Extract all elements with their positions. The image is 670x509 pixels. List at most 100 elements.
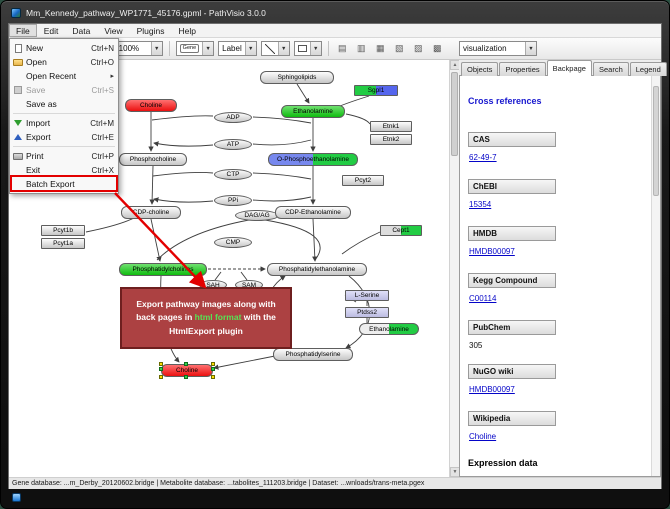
node-adp[interactable]: ADP: [214, 111, 252, 123]
node-label: CTP: [226, 170, 240, 178]
tab-search[interactable]: Search: [592, 62, 629, 76]
node-label: Sphingolipids: [277, 73, 317, 81]
xref-title: Wikipedia: [468, 411, 556, 426]
stack-horizontal-button[interactable]: ▨: [413, 43, 423, 53]
menu-item-open-recent[interactable]: Open Recent▸: [10, 69, 118, 83]
save-icon: [10, 86, 26, 94]
menu-item-batch-export[interactable]: Batch Export: [10, 177, 118, 191]
window-title: Mm_Kennedy_pathway_WP1771_45176.gpml - P…: [26, 8, 266, 18]
xref-link[interactable]: C00114: [469, 294, 497, 303]
selection-handle[interactable]: [159, 367, 163, 371]
tab-legend[interactable]: Legend: [629, 62, 667, 76]
zoom-select[interactable]: 100% ▼: [114, 41, 163, 56]
menu-help[interactable]: Help: [178, 25, 196, 36]
node-ctp[interactable]: CTP: [214, 168, 252, 180]
node-sphingolipids[interactable]: Sphingolipids: [260, 70, 334, 84]
menu-plugins[interactable]: Plugins: [136, 25, 165, 36]
node-phosphatidylcholines[interactable]: Phosphatidylcholines: [119, 262, 207, 276]
menu-item-label: New: [26, 43, 44, 53]
xref-link[interactable]: HMDB00097: [469, 385, 515, 394]
node-label: Ethanolamine: [293, 107, 333, 115]
selection-handle[interactable]: [159, 361, 163, 366]
xref-link[interactable]: 15354: [469, 200, 492, 209]
node-etnk2[interactable]: Etnk2: [370, 133, 412, 145]
node-atp[interactable]: ATP: [214, 138, 252, 150]
stack-vertical-button[interactable]: ▩: [432, 43, 442, 53]
selection-handle[interactable]: [211, 367, 215, 371]
node-etnk1[interactable]: Etnk1: [370, 120, 412, 132]
menu-view[interactable]: View: [104, 25, 123, 36]
tab-objects[interactable]: Objects: [461, 62, 499, 76]
node-pcyt2[interactable]: Pcyt2: [342, 174, 384, 186]
node-cept1[interactable]: Cept1: [380, 224, 422, 236]
menu-file[interactable]: File: [9, 24, 37, 37]
selection-handle[interactable]: [184, 374, 188, 379]
panel-scrollbar[interactable]: [651, 76, 660, 476]
node-phosphatidylserine[interactable]: Phosphatidylserine: [273, 347, 353, 361]
menu-edit[interactable]: Edit: [43, 25, 59, 36]
node-dag-ag[interactable]: DAG/AG: [235, 209, 279, 221]
menu-shortcut: Ctrl+M: [90, 118, 114, 128]
node-phosphocholine[interactable]: Phosphocholine: [119, 152, 187, 166]
align-vertical-button[interactable]: ▥: [356, 43, 366, 53]
node-o-phosphoethanolamine[interactable]: O-Phosphoethanolamine: [268, 152, 358, 166]
align-horizontal-button[interactable]: ▤: [337, 43, 347, 53]
node-ethanolamine-right[interactable]: Ethanolamine: [359, 323, 419, 335]
node-l-serine[interactable]: L-Serine: [345, 289, 389, 301]
selection-handle[interactable]: [211, 361, 215, 366]
menu-shortcut: Ctrl+N: [91, 43, 114, 53]
scroll-thumb[interactable]: [451, 72, 458, 156]
menu-data[interactable]: Data: [72, 25, 91, 36]
selection-handle[interactable]: [184, 361, 188, 366]
node-ptdss2[interactable]: Ptdss2: [345, 306, 389, 318]
canvas-scrollbar[interactable]: ▲ ▼: [449, 60, 460, 477]
scroll-thumb[interactable]: [653, 86, 659, 196]
node-cdp-choline[interactable]: CDP-choline: [121, 205, 181, 219]
node-cmp[interactable]: CMP: [214, 236, 252, 248]
menu-shortcut: Ctrl+X: [91, 165, 114, 175]
node-phosphatidylethanolamine[interactable]: Phosphatidylethanolamine: [267, 262, 367, 276]
node-label: Choline: [139, 101, 163, 109]
node-ppi[interactable]: PPi: [214, 194, 252, 206]
tab-backpage[interactable]: Backpage: [546, 60, 592, 76]
cross-references-heading: Cross references: [468, 96, 542, 106]
node-pcyt1a[interactable]: Pcyt1a: [41, 237, 85, 249]
visualization-dropdown[interactable]: visualization ▼: [459, 41, 537, 56]
app-icon: [11, 8, 21, 18]
selection-handle[interactable]: [159, 374, 163, 379]
node-sgpl1[interactable]: Sgpl1: [354, 84, 398, 96]
shape-tool-dropdown[interactable]: ▼: [293, 41, 322, 56]
titlebar[interactable]: Mm_Kennedy_pathway_WP1771_45176.gpml - P…: [11, 6, 266, 20]
menu-item-new[interactable]: New Ctrl+N: [10, 41, 118, 55]
node-choline-top[interactable]: Choline: [125, 98, 177, 112]
menu-item-label: Print: [26, 151, 44, 161]
label-tool-dropdown[interactable]: Label ▼: [218, 41, 257, 56]
node-cdp-ethanolamine[interactable]: CDP-Ethanolamine: [275, 205, 351, 219]
node-ethanolamine-top[interactable]: Ethanolamine: [281, 104, 345, 118]
xref-link[interactable]: HMDB00097: [469, 247, 515, 256]
tab-properties[interactable]: Properties: [499, 62, 546, 76]
datanode-dropdown[interactable]: Gene ▼: [175, 41, 215, 56]
align-left-button[interactable]: ▦: [375, 43, 385, 53]
line-tool-dropdown[interactable]: ▼: [260, 41, 290, 56]
xref-link[interactable]: Choline: [469, 432, 497, 441]
menu-item-save-as[interactable]: Save as: [10, 97, 118, 111]
selection-handle[interactable]: [211, 374, 215, 379]
node-choline-bottom[interactable]: Choline: [159, 361, 215, 379]
menu-item-label: Open: [26, 57, 47, 67]
node-pcyt1b[interactable]: Pcyt1b: [41, 224, 85, 236]
align-top-button[interactable]: ▧: [394, 43, 404, 53]
node-label: Etnk2: [382, 135, 400, 143]
xref-link[interactable]: 62-49-7: [469, 153, 497, 162]
